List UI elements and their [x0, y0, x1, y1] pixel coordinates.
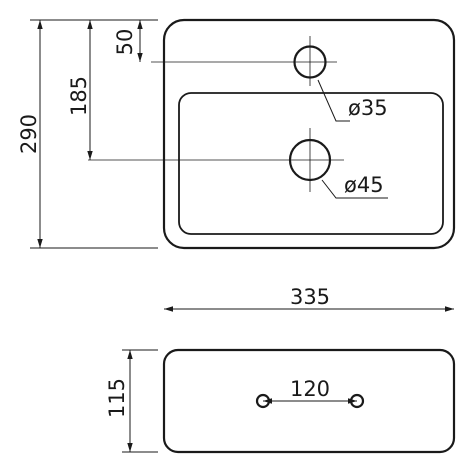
top-view [30, 18, 456, 250]
height-dimension [30, 19, 158, 249]
mount-spacing-label: 120 [290, 377, 330, 401]
depth-dimension [122, 349, 158, 453]
tap-hole [151, 36, 337, 86]
tap-offset-label: 50 [113, 29, 137, 56]
width-label: 335 [290, 285, 330, 309]
tap-hole-diameter-label: ø35 [348, 96, 388, 120]
height-label: 290 [17, 114, 41, 154]
basin-bowl-outline [178, 92, 444, 235]
tap-hole-leader [317, 79, 350, 122]
drain-hole-leader [321, 179, 388, 199]
drain-hole-diameter-label: ø45 [344, 173, 384, 197]
drain-offset-label: 185 [67, 76, 91, 116]
basin-side-outline [162, 348, 456, 454]
drain-offset-dimension [82, 19, 95, 160]
bottom-view [122, 348, 456, 454]
basin-outline [162, 18, 456, 250]
drain-hole [88, 128, 344, 192]
depth-label: 115 [105, 378, 129, 418]
